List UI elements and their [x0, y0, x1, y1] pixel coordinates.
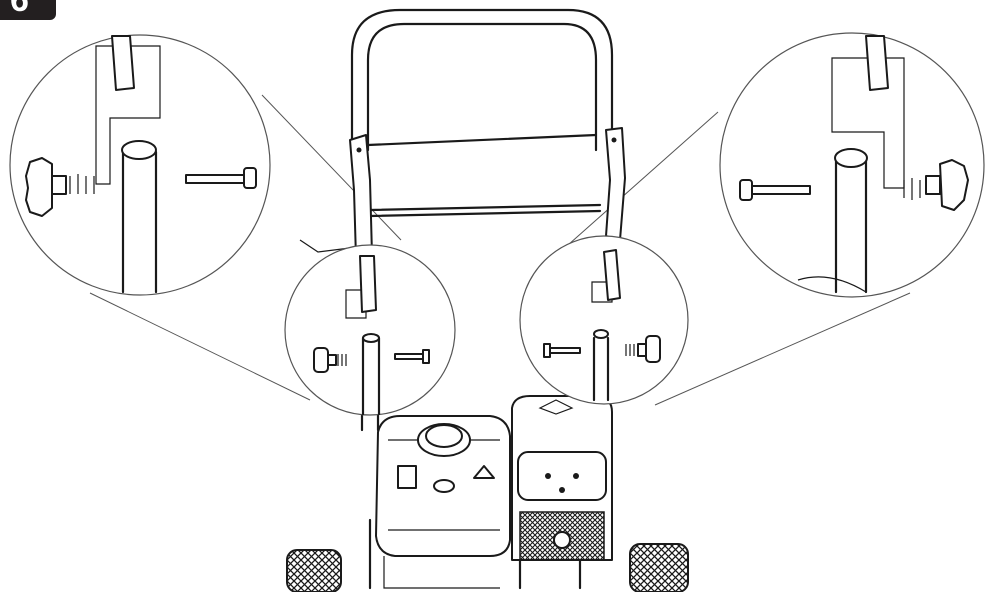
left-wheel — [286, 549, 342, 592]
washer-icon — [903, 178, 921, 200]
detail-left-large — [9, 34, 271, 296]
detail-right-large — [719, 32, 985, 298]
wheels — [286, 543, 689, 592]
bolt-icon — [751, 185, 811, 195]
bolt-icon — [185, 174, 245, 184]
detail-right-small — [519, 235, 689, 405]
star-knob-icon — [939, 159, 969, 211]
step-number: 6 — [10, 0, 29, 19]
star-knob-icon — [25, 157, 53, 217]
right-wheel — [629, 543, 689, 592]
detail-left-small — [284, 244, 456, 416]
step-number-badge: 6 — [0, 0, 56, 20]
engine — [368, 395, 613, 590]
washer-icon — [69, 174, 95, 194]
handle — [350, 8, 614, 152]
